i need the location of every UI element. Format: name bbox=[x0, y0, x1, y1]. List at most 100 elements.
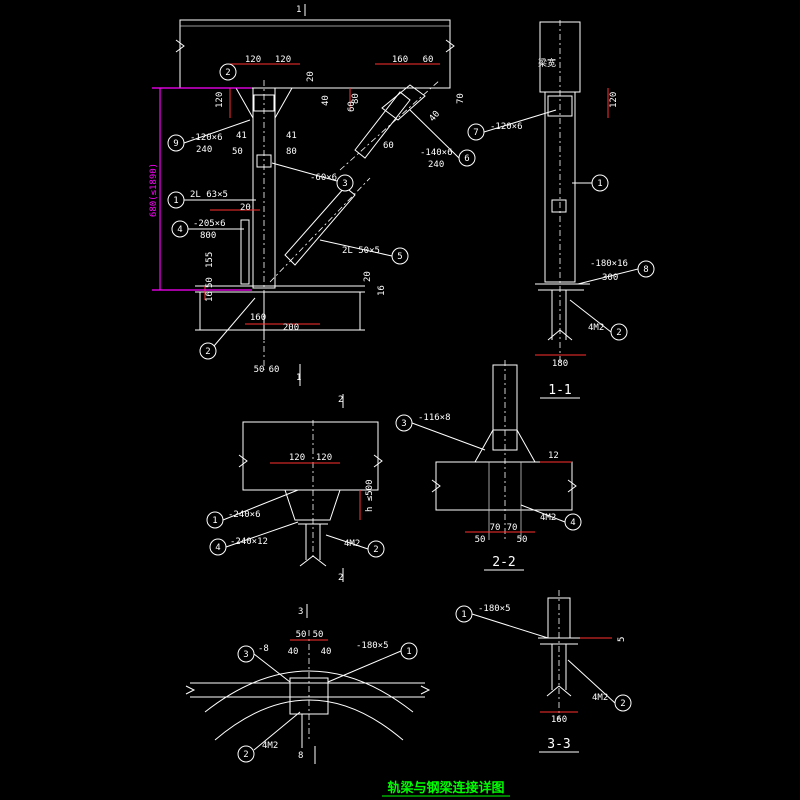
callout-1-text: 2L 63×5 bbox=[190, 190, 228, 200]
dim-2-2-right-4: 50 bbox=[475, 535, 486, 545]
dim-mid-4: 80 bbox=[351, 93, 361, 104]
dim-mid-9: 80 bbox=[286, 147, 297, 157]
callout-3-num: 3 bbox=[342, 179, 347, 189]
callout-1-1-1-num: 1 bbox=[597, 179, 602, 189]
dim-left-1: 120 bbox=[215, 92, 225, 108]
callout-3-3-1-num: 1 bbox=[406, 647, 411, 657]
main-view: 1 1 bbox=[149, 4, 476, 386]
dim-mid-12: 40 bbox=[428, 109, 443, 124]
dim-mid-5: 60 bbox=[383, 141, 394, 151]
dim-mid-7: 41 bbox=[286, 131, 297, 141]
cut-mark-1-top: 1 bbox=[296, 5, 301, 15]
dim-mid-6: 41 bbox=[236, 131, 247, 141]
callout-2-2-2-text: 4M2 bbox=[344, 539, 360, 549]
callout-9-sub: 240 bbox=[196, 145, 212, 155]
dim-left-2: 155 bbox=[205, 252, 215, 268]
dim-mid-8: 50 bbox=[232, 147, 243, 157]
dim-left-4: 16 bbox=[205, 291, 215, 302]
drawing-title: 轨梁与钢梁连接详图 bbox=[387, 780, 504, 796]
callout-3-3-3-num: 3 bbox=[243, 650, 248, 660]
dim-3-3-left-4: 40 bbox=[321, 647, 332, 657]
view-3-3-left: 3 50 50 40 40 3 -8 1 -180×5 2 4M2 8 bbox=[185, 604, 431, 764]
dim-2-2-left-3: h ≤500 bbox=[365, 479, 375, 512]
section-label-1-1: 1-1 bbox=[548, 383, 571, 398]
callout-2-2-right-4-num: 4 bbox=[570, 518, 575, 528]
cut-mark-2-top: 2 bbox=[338, 395, 343, 405]
dim-mid-2: 40 bbox=[321, 95, 331, 106]
callout-2-2-4-num: 4 bbox=[215, 543, 220, 553]
callout-8-sub: 300 bbox=[602, 273, 618, 283]
callout-7-text: -120×6 bbox=[490, 122, 523, 132]
callout-8-text: -180×16 bbox=[590, 259, 628, 269]
callout-5-num: 5 bbox=[397, 252, 402, 262]
dim-mid-13: 20 bbox=[363, 271, 373, 282]
view-2-2-right: 12 70 70 50 50 3 -116×8 4 4M2 2-2 bbox=[395, 360, 582, 571]
view-3-3-right: 5 160 1 -180×5 2 4M2 3-3 bbox=[455, 590, 632, 753]
callout-4-num: 4 bbox=[177, 225, 182, 235]
callout-5-text: 2L 50×5 bbox=[342, 246, 380, 256]
callout-3-3-2-text: 4M2 bbox=[262, 741, 278, 751]
dim-3-3-left-3: 40 bbox=[288, 647, 299, 657]
callout-2-2-1-num: 1 bbox=[212, 516, 217, 526]
dim-top-2: 120 bbox=[275, 55, 291, 65]
dim-bottom-3: 50 bbox=[254, 365, 265, 375]
callout-3-3-1-text: -180×5 bbox=[356, 641, 389, 651]
dim-2-2-right-1: 12 bbox=[548, 451, 559, 461]
callout-2-2-right-4-text: 4M2 bbox=[540, 513, 556, 523]
callout-1-1-2-text: 4M2 bbox=[588, 323, 604, 333]
dim-mid-1: 20 bbox=[306, 71, 316, 82]
callout-2-2-4-text: -240×12 bbox=[230, 537, 268, 547]
dim-1-1-width: 180 bbox=[552, 359, 568, 369]
dim-bottom-1: 160 bbox=[250, 313, 266, 323]
callout-3-3-right-2-num: 2 bbox=[620, 699, 625, 709]
dim-3-3-right-2: 5 bbox=[617, 637, 627, 642]
view-2-2-left: 2 120 120 h ≤500 1 -240×6 4 -240×12 2 4M… bbox=[206, 394, 385, 583]
callout-2-bottom-num: 2 bbox=[205, 347, 210, 357]
dim-left-3: 50 bbox=[205, 277, 215, 288]
callout-3-3-right-2-text: 4M2 bbox=[592, 693, 608, 703]
callout-2-2-2-num: 2 bbox=[373, 545, 378, 555]
callout-8-num: 8 bbox=[643, 265, 648, 275]
dim-2-2-right-3: 70 bbox=[507, 523, 518, 533]
callout-3-3-3-text: -8 bbox=[258, 644, 269, 654]
callout-6-num: 6 bbox=[464, 154, 469, 164]
callout-6-text: -140×6 bbox=[420, 148, 453, 158]
dim-1-1-height: 120 bbox=[609, 92, 619, 108]
cut-mark-2-bottom: 2 bbox=[338, 573, 343, 583]
dim-2-2-right-2: 70 bbox=[490, 523, 501, 533]
callout-2-2-3-text: -116×8 bbox=[418, 413, 451, 423]
dim-top-1: 120 bbox=[245, 55, 261, 65]
dim-3-3-right-1: 160 bbox=[551, 715, 567, 725]
cut-mark-3-top: 3 bbox=[298, 607, 303, 617]
callout-1-num: 1 bbox=[173, 196, 178, 206]
dim-2-2-right-5: 50 bbox=[517, 535, 528, 545]
dim-mid-11: 60 bbox=[347, 101, 357, 112]
callout-3-3-2-num: 2 bbox=[243, 750, 248, 760]
dim-bottom-2: 200 bbox=[283, 323, 299, 333]
dim-mid-14: 16 bbox=[377, 285, 387, 296]
dim-bottom-4: 60 bbox=[269, 365, 280, 375]
callout-3-3-right-1-text: -180×5 bbox=[478, 604, 511, 614]
dim-3-3-left-1: 50 bbox=[296, 630, 307, 640]
callout-3-text: -60×6 bbox=[310, 173, 337, 183]
callout-1-1-2-num: 2 bbox=[616, 328, 621, 338]
callout-2-top-num: 2 bbox=[225, 68, 230, 78]
dim-3-3-left-2: 50 bbox=[313, 630, 324, 640]
view-1-1: 梁宽 120 180 7 -120×6 1 8 -180×16 300 2 4M… bbox=[467, 20, 655, 399]
callout-4-sub: 800 bbox=[200, 231, 216, 241]
callout-2-2-3-num: 3 bbox=[401, 419, 406, 429]
dim-top-4: 60 bbox=[423, 55, 434, 65]
height-note: 680(≤1890) bbox=[149, 163, 159, 217]
callout-9-text: -120×6 bbox=[190, 133, 223, 143]
dim-2-2-left-2: 120 bbox=[316, 453, 332, 463]
callout-3-3-8-text: 8 bbox=[298, 751, 303, 761]
callout-4-text: -205×6 bbox=[193, 219, 226, 229]
cut-mark-1-bottom: 1 bbox=[296, 373, 301, 383]
beam-width-label: 梁宽 bbox=[538, 57, 556, 69]
callout-2-2-1-text: -240×6 bbox=[228, 510, 261, 520]
dim-mid-10: 20 bbox=[240, 203, 251, 213]
callout-3-3-right-1-num: 1 bbox=[461, 610, 466, 620]
dim-top-3: 160 bbox=[392, 55, 408, 65]
